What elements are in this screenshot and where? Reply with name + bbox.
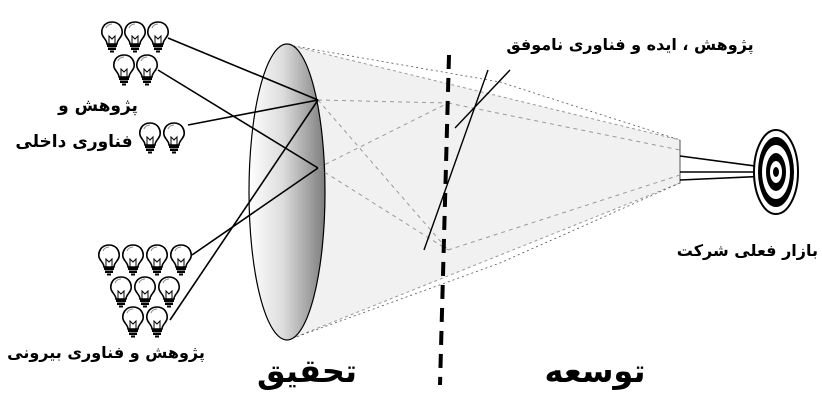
funnel bbox=[248, 43, 681, 341]
light-bulb-icon bbox=[146, 306, 168, 339]
input-lines bbox=[157, 37, 319, 321]
label-development-stage: توسعه bbox=[544, 352, 646, 390]
funnel-top-edge bbox=[287, 44, 681, 141]
funnel-bottom-edge bbox=[287, 182, 681, 341]
light-bulb-icon bbox=[101, 21, 123, 54]
funnel-cone bbox=[287, 44, 681, 341]
light-bulb-icon bbox=[136, 54, 158, 87]
light-bulb-icon bbox=[110, 276, 132, 309]
light-bulb-icon bbox=[124, 21, 146, 54]
light-bulb-icon bbox=[147, 21, 169, 54]
light-bulb-icon bbox=[158, 276, 180, 309]
light-bulb-icon bbox=[170, 244, 192, 277]
external-bulbs bbox=[98, 244, 192, 339]
light-bulb-icon bbox=[98, 244, 120, 277]
inner-dashed-paths bbox=[317, 99, 681, 251]
stage-divider bbox=[438, 54, 451, 386]
failed-project-lines bbox=[423, 69, 511, 251]
label-research-stage: تحقیق bbox=[256, 352, 357, 390]
light-bulb-icon bbox=[113, 54, 135, 87]
light-bulb-icon bbox=[134, 276, 156, 309]
funnel-mouth bbox=[248, 43, 326, 341]
light-bulb-icon bbox=[122, 244, 144, 277]
label-internal-rd-line1: پژوهش و bbox=[58, 96, 138, 116]
light-bulb-icon bbox=[139, 122, 161, 155]
label-internal-rd-line2: فناوری داخلی bbox=[15, 132, 133, 152]
light-bulb-icon bbox=[146, 244, 168, 277]
label-failed-projects: پژوهش ، ایده و فناوری ناموفق bbox=[506, 35, 754, 54]
target-icon bbox=[753, 129, 799, 215]
label-current-market: بازار فعلی شرکت bbox=[676, 241, 818, 260]
light-bulb-icon bbox=[122, 306, 144, 339]
label-external-rd: پژوهش و فناوری بیرونی bbox=[7, 343, 205, 362]
light-bulb-icon bbox=[163, 122, 185, 155]
